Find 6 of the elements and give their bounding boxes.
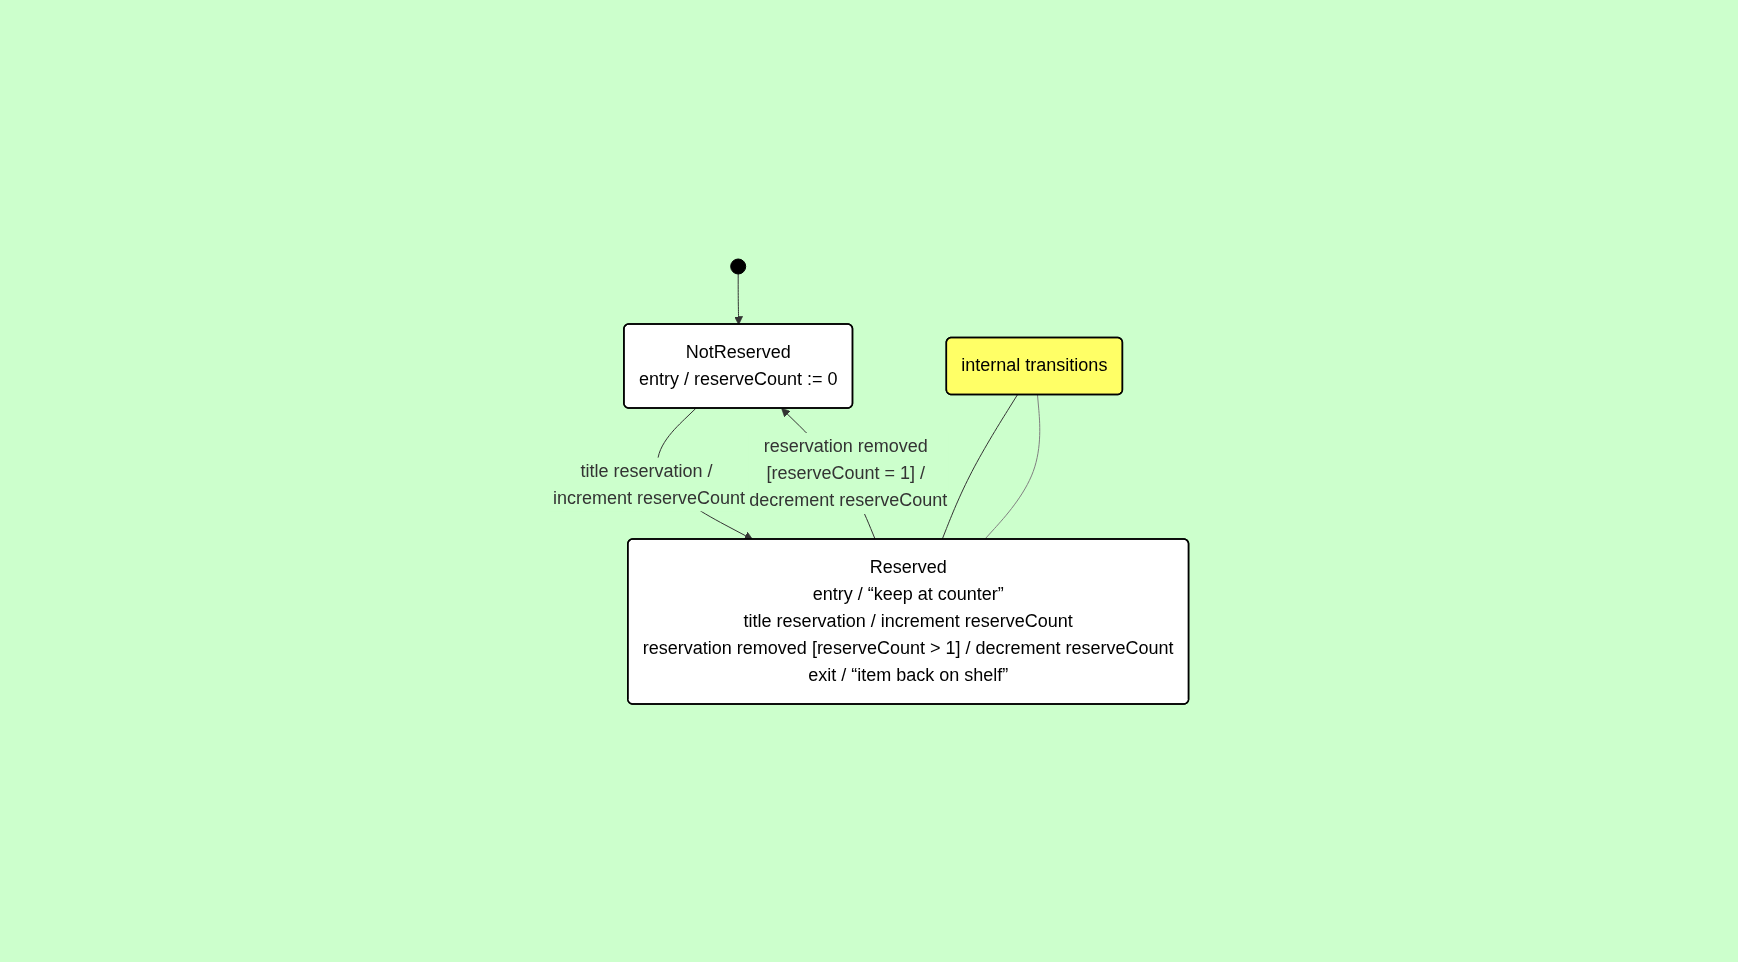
connector — [984, 394, 1041, 540]
connector — [941, 394, 1019, 540]
edge-label: title reservation / increment reserveCount — [553, 460, 746, 508]
node-circle — [730, 258, 747, 274]
arrow — [734, 273, 744, 325]
edge-label: reservation removed [reserveCount = 1] / decrement reserveCount — [749, 435, 948, 510]
